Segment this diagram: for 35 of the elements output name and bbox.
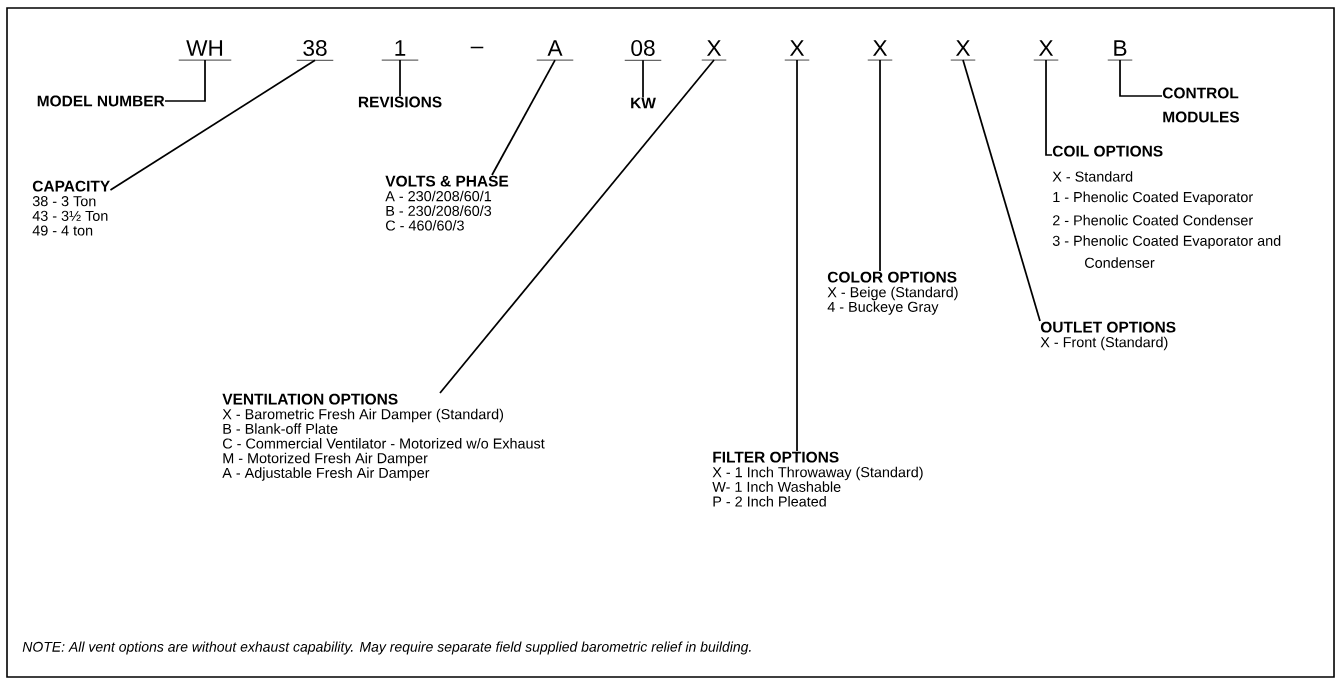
leader-line [1045,59,1053,156]
note-text: NOTE: All vent options are without exhaust capability. May require separate field supplied barometric relief in building. [22,641,751,655]
option-list: COLOR OPTIONS X - Beige (Standard) 4 - Buckeye Gray [827,271,958,315]
leader-line [879,59,881,272]
code-character: 08 [624,40,662,61]
option-list: VENTILATION OPTIONS X - Barometric Fresh Air Damper (Standard) B - Blank-off Plate C - Commercial Ventilator - Motorized w/o Exhaust M - Motorized Fresh Air Damper A - Adjustable Fresh Air Damper [222,393,545,481]
leader-line [962,59,1041,322]
option-list: FILTER OPTIONS X - 1 Inch Throwaway (Standard) W- 1 Inch Washable P - 2 Inch Pleated [712,451,923,507]
leader-line [109,59,316,191]
part-label: CONTROL MODULES [1162,87,1239,123]
code-character: X [701,40,727,61]
part-label: KW [631,97,656,109]
code-character: X [1033,40,1059,61]
code-character: X [867,40,893,61]
leader-line [796,59,798,452]
code-character: A [536,40,574,61]
part-label: REVISIONS [358,96,442,108]
option-list: CAPACITY 38 - 3 Ton 43 - 3½ Ton 49 - 4 ton [32,180,110,236]
part-label: MODEL NUMBER [37,95,165,107]
code-character: X [950,40,976,61]
option-list: OUTLET OPTIONS X - Front (Standard) [1040,321,1176,351]
option-list: VOLTS & PHASE A - 230/208/60/1 B - 230/208/60/3 C - 460/60/3 [385,175,509,231]
code-character: WH [178,40,232,61]
code-character: X [784,40,810,61]
leader-line [491,59,556,176]
separator-dash: – [470,46,484,49]
code-character: B [1107,40,1133,61]
code-character: 38 [296,40,334,61]
leader-line [164,59,206,102]
option-list: COIL OPTIONS X - Standard 1 - Phenolic Coated Evaporator 2 - Phenolic Coated Condenser 3 - Phenolic Coated Evaporator and Condenser [1052,145,1281,268]
leader-line [1119,59,1163,97]
leader-line [642,59,644,99]
code-character: 1 [381,40,419,61]
leader-line [439,59,715,394]
leader-line [399,59,401,98]
